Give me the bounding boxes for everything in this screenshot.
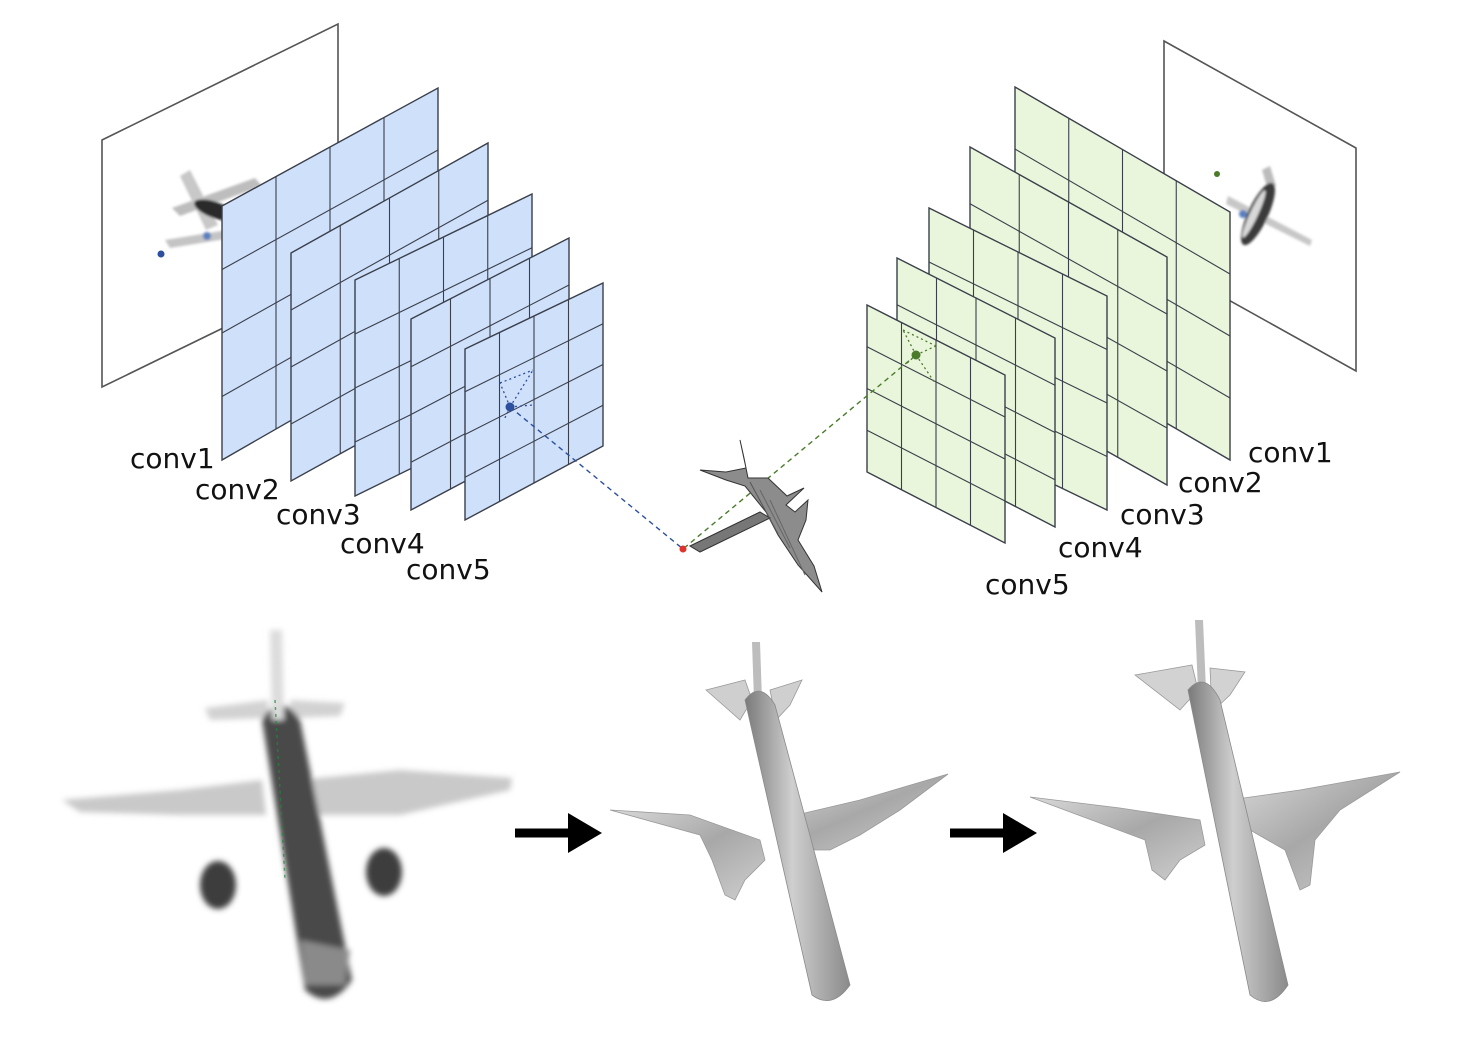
left-label-conv1: conv1 [130, 442, 215, 475]
center-3d-point [679, 545, 687, 553]
coarse-reconstruction [609, 642, 949, 1002]
bottom-input-airplane [62, 630, 512, 999]
right-layer-labels: conv1 conv2 conv3 conv4 conv5 [985, 436, 1333, 601]
left-input-keypoint [157, 250, 165, 258]
left-label-conv5: conv5 [406, 553, 491, 586]
right-label-conv4: conv4 [1058, 531, 1143, 564]
right-label-conv3: conv3 [1120, 498, 1205, 531]
left-feature-maps [221, 86, 604, 522]
right-feature-map-conv5 [866, 303, 1006, 545]
right-feature-maps [866, 85, 1231, 545]
refined-reconstruction [1029, 620, 1401, 1002]
right-input-keypoint [1214, 171, 1220, 177]
right-label-conv5: conv5 [985, 568, 1070, 601]
right-projection-line [682, 354, 917, 550]
left-layer-labels: conv1 conv2 conv3 conv4 conv5 [130, 442, 491, 586]
left-label-conv3: conv3 [276, 498, 361, 531]
left-feature-map-conv5 [464, 281, 604, 522]
right-airplane-thumbnail [1226, 166, 1312, 246]
left-projection-line [509, 406, 684, 550]
left-conv5-sampling [499, 369, 534, 421]
arrow-1 [515, 813, 602, 853]
right-conv5-sampling [902, 329, 937, 384]
right-label-conv1: conv1 [1248, 436, 1333, 469]
left-label-conv4: conv4 [340, 527, 425, 560]
center-mesh-airplane [688, 439, 823, 593]
arrow-2 [950, 813, 1037, 853]
right-label-conv2: conv2 [1178, 466, 1263, 499]
left-label-conv2: conv2 [195, 473, 280, 506]
